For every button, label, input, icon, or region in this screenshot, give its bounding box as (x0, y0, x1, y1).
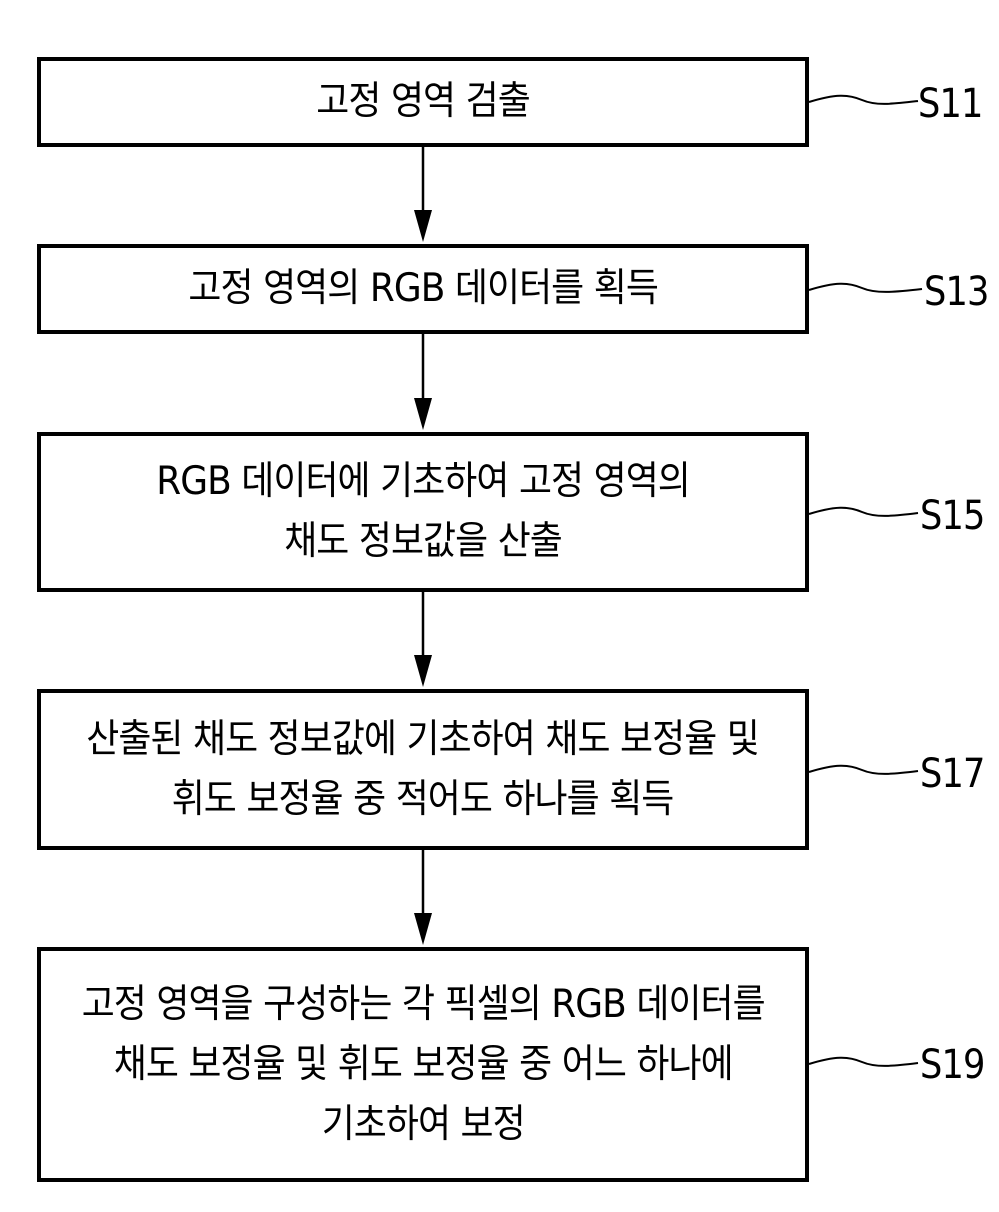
leader-line-s11 (809, 96, 918, 104)
arrow-s11-s13 (414, 147, 432, 242)
leader-line-s19 (809, 1058, 918, 1066)
step-label-s11: S11 (918, 82, 983, 126)
step-box-s11: 고정 영역 검출 (37, 57, 809, 147)
leader-line-s17 (809, 766, 918, 774)
step-text-s11: 고정 영역 검출 (316, 72, 530, 132)
step-text-s17: 산출된 채도 정보값에 기초하여 채도 보정율 및 휘도 보정율 중 적어도 하… (87, 710, 760, 830)
step-box-s19: 고정 영역을 구성하는 각 픽셀의 RGB 데이터를 채도 보정율 및 휘도 보… (37, 947, 809, 1182)
step-label-s15: S15 (920, 494, 985, 538)
step-text-s13: 고정 영역의 RGB 데이터를 획득 (188, 259, 658, 319)
step-box-s13: 고정 영역의 RGB 데이터를 획득 (37, 244, 809, 334)
step-box-s17: 산출된 채도 정보값에 기초하여 채도 보정율 및 휘도 보정율 중 적어도 하… (37, 689, 809, 850)
step-label-s17: S17 (920, 752, 985, 796)
leader-line-s15 (809, 508, 918, 516)
step-box-s15: RGB 데이터에 기초하여 고정 영역의 채도 정보값을 산출 (37, 432, 809, 592)
leader-line-s13 (809, 284, 922, 292)
step-text-s19: 고정 영역을 구성하는 각 픽셀의 RGB 데이터를 채도 보정율 및 휘도 보… (81, 975, 764, 1155)
arrow-s13-s15 (414, 334, 432, 430)
arrow-s15-s17 (414, 592, 432, 687)
step-label-s19: S19 (920, 1043, 985, 1087)
step-text-s15: RGB 데이터에 기초하여 고정 영역의 채도 정보값을 산출 (156, 452, 690, 572)
arrow-s17-s19 (414, 850, 432, 945)
step-label-s13: S13 (924, 270, 989, 314)
